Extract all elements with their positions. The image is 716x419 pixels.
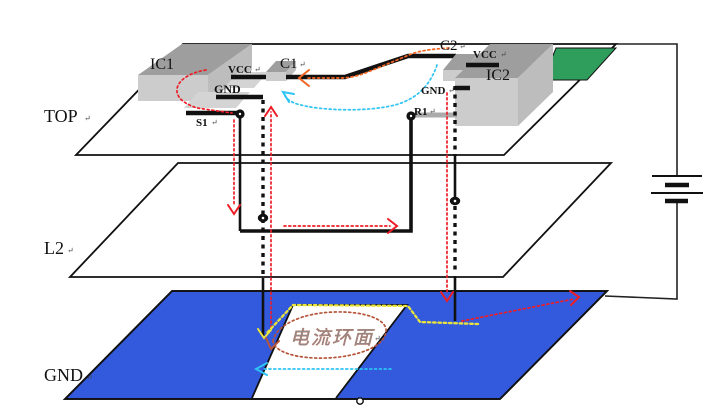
ic2-front-face <box>455 78 518 126</box>
ic2-side-face <box>518 44 553 126</box>
gnd-edge-point <box>356 397 364 405</box>
return-current-path-cyan <box>253 64 438 376</box>
red-arrow-corner-icon <box>569 290 581 306</box>
ic2-chip <box>455 44 553 126</box>
c2-top-face <box>443 54 478 70</box>
label-ic2-gnd: GND <box>421 85 446 97</box>
ic1-side-face <box>208 44 252 101</box>
red-arrow-right-icon <box>387 218 399 234</box>
l2-return-mark: ↵ <box>67 246 74 255</box>
label-ic2-vcc: VCC <box>473 49 497 61</box>
s1-return-mark: ↵ <box>211 118 218 127</box>
cyan-arrow-upleft-icon <box>281 90 295 103</box>
ic1-vcc-return-mark: ↵ <box>254 65 261 74</box>
current-loop-return-mark: ↵ <box>374 334 381 343</box>
orange-arrow-left-icon <box>297 69 310 87</box>
signal-current-path-red <box>176 69 581 329</box>
ic2-vcc-return-mark: ↵ <box>500 50 507 59</box>
label-ic1-vcc: VCC <box>228 64 252 76</box>
brown-loop-path <box>272 311 387 359</box>
c1-front-face <box>266 72 286 81</box>
power-wire-bottom <box>604 201 678 300</box>
label-current-loop-area: 电流环面 <box>290 328 375 349</box>
red-arrow-up-icon <box>264 105 278 117</box>
cyan-path-top-loop <box>284 64 438 111</box>
label-c2: C2 <box>440 38 458 54</box>
yellow-arrow-down-icon <box>257 328 272 340</box>
ic1-chip <box>138 44 252 101</box>
power-wire-top <box>616 43 678 176</box>
red-arrow-down-left-icon <box>227 204 241 216</box>
ic2-gnd-return-mark: ↵ <box>448 86 455 95</box>
via-pads <box>235 109 461 223</box>
r1-return-mark: ↵ <box>429 107 436 116</box>
detour-current-path-yellow <box>257 303 480 340</box>
l2-layer-plane <box>67 162 614 278</box>
orange-path-c2-to-c1 <box>305 47 450 79</box>
label-r1: R1 <box>414 106 427 118</box>
label-ic1: IC1 <box>150 56 174 73</box>
gnd-plane-outline <box>62 290 610 400</box>
label-top-layer: TOP <box>44 106 78 126</box>
ic1-top-face <box>138 44 252 75</box>
cyan-arrow-left-icon <box>253 362 268 376</box>
label-c1: C1 <box>280 56 298 72</box>
gnd-plane-slot-outline <box>251 304 409 399</box>
ic1-front-face <box>138 75 208 101</box>
label-l2-layer: L2 <box>44 238 64 258</box>
label-s1: S1 <box>196 117 208 129</box>
c1-capacitor <box>266 61 296 81</box>
power-current-path-orange <box>297 47 450 87</box>
copper-pour-green <box>542 47 618 81</box>
battery-icon <box>651 175 703 204</box>
l2-signal-trace <box>240 119 413 233</box>
yellow-path-slot-detour <box>264 303 480 336</box>
label-ic2: IC2 <box>486 67 510 84</box>
c1-return-mark: ↵ <box>299 60 306 69</box>
gnd-return-mark: ↵ <box>86 373 93 382</box>
label-gnd-layer: GND <box>44 365 83 385</box>
red-path-gnd-plane-diagonal <box>461 298 575 322</box>
label-ic1-gnd: GND <box>214 82 241 96</box>
red-path-ic1-loop <box>176 69 233 114</box>
current-loop-ellipse-brown <box>265 311 387 359</box>
ic2-top-face <box>455 44 553 78</box>
brown-arrow-downleft-icon <box>265 337 280 351</box>
c2-return-mark: ↵ <box>459 42 466 51</box>
gnd-plane-slot <box>252 305 407 398</box>
top-return-mark: ↵ <box>84 114 91 123</box>
vcc-power-trace-c1-c2 <box>286 53 456 80</box>
red-arrow-down-right-icon <box>440 291 454 303</box>
